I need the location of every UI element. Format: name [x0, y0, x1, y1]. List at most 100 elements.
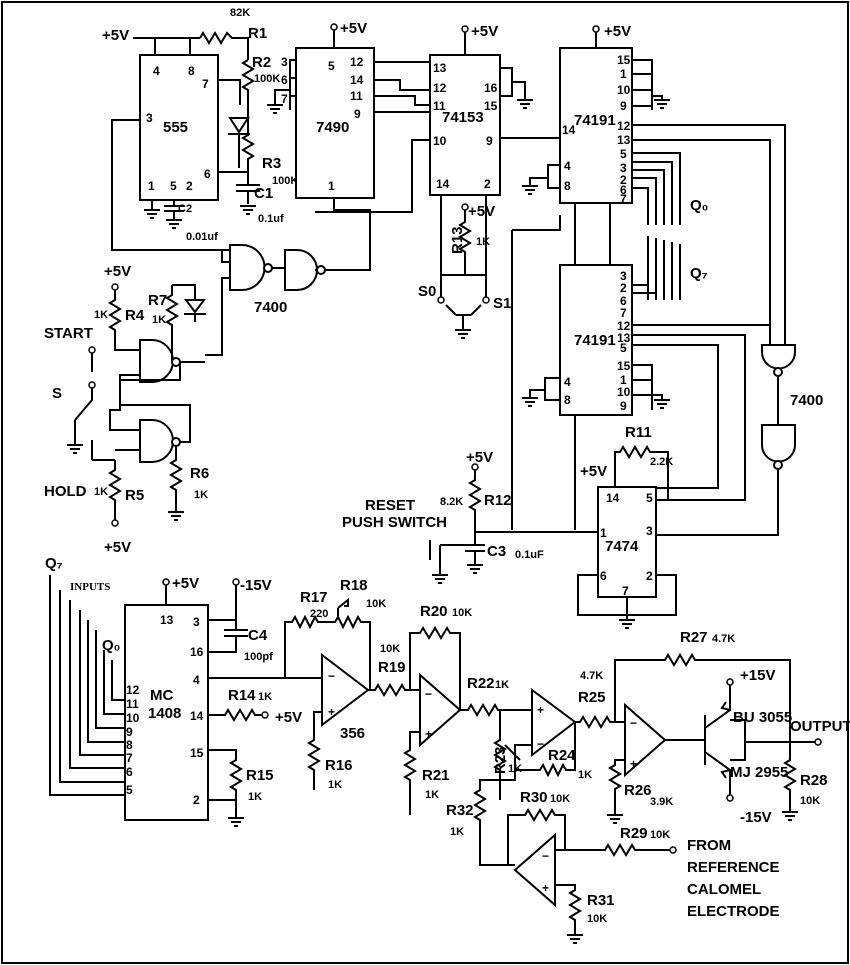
- svg-text:R18: R18: [340, 577, 368, 594]
- svg-text:6: 6: [126, 765, 133, 779]
- svg-text:R13: R13: [449, 226, 466, 254]
- svg-text:11: 11: [126, 697, 139, 711]
- svg-text:14: 14: [436, 177, 450, 191]
- svg-text:R16: R16: [325, 757, 353, 774]
- svg-text:10K: 10K: [800, 795, 820, 807]
- nand-gate-left: 7400: [229, 244, 326, 316]
- svg-text:5: 5: [620, 147, 627, 161]
- svg-text:1: 1: [148, 179, 155, 193]
- svg-text:1K: 1K: [152, 314, 166, 326]
- svg-text:5: 5: [646, 491, 653, 505]
- opamp-2: [419, 672, 462, 748]
- svg-text:15: 15: [617, 359, 631, 373]
- opamp-3: [531, 688, 577, 758]
- svg-text:R11: R11: [625, 424, 652, 441]
- svg-text:12: 12: [617, 319, 631, 333]
- svg-text:100K: 100K: [254, 73, 280, 85]
- opamp-356: [321, 652, 370, 728]
- svg-text:6: 6: [281, 73, 288, 87]
- svg-text:13: 13: [433, 61, 447, 75]
- svg-text:+5V: +5V: [102, 27, 129, 44]
- svg-text:12: 12: [126, 683, 140, 697]
- svg-text:R12: R12: [484, 492, 512, 509]
- svg-text:−: −: [425, 687, 432, 701]
- svg-text:+5V: +5V: [104, 539, 131, 556]
- svg-text:10K: 10K: [650, 829, 670, 841]
- svg-text:S: S: [52, 385, 62, 402]
- svg-text:+5V: +5V: [275, 709, 302, 726]
- svg-text:+: +: [328, 705, 335, 719]
- svg-text:0.1uf: 0.1uf: [258, 213, 284, 225]
- svg-text:10K: 10K: [380, 643, 400, 655]
- svg-text:Q₀: Q₀: [690, 197, 708, 214]
- svg-text:6: 6: [620, 294, 627, 308]
- svg-text:FROM: FROM: [687, 837, 731, 854]
- svg-text:10: 10: [126, 711, 140, 725]
- svg-text:OUTPUT: OUTPUT: [790, 718, 850, 735]
- svg-text:2: 2: [186, 179, 193, 193]
- svg-text:+: +: [425, 727, 432, 741]
- svg-text:13: 13: [617, 331, 631, 345]
- svg-text:1K: 1K: [194, 489, 208, 501]
- svg-text:1K: 1K: [94, 309, 108, 321]
- svg-text:C4: C4: [248, 627, 268, 644]
- svg-text:12: 12: [350, 55, 364, 69]
- svg-text:7400: 7400: [254, 299, 287, 316]
- svg-text:356: 356: [340, 725, 365, 742]
- svg-text:14: 14: [606, 491, 620, 505]
- svg-text:MJ 2955: MJ 2955: [730, 764, 788, 781]
- svg-text:2.2K: 2.2K: [650, 456, 673, 468]
- svg-text:Q₇: Q₇: [690, 265, 708, 282]
- svg-text:R1: R1: [248, 25, 267, 42]
- svg-text:4: 4: [564, 159, 571, 173]
- dac-mc1408: MC 1408 13 3 16 4 14 15 2 12 11 10 9 8 7…: [124, 604, 209, 821]
- svg-text:R25: R25: [578, 689, 606, 706]
- svg-text:4.7K: 4.7K: [580, 670, 603, 682]
- svg-text:9: 9: [354, 107, 361, 121]
- svg-text:5: 5: [126, 783, 133, 797]
- svg-text:R31: R31: [587, 892, 615, 909]
- svg-text:15: 15: [484, 99, 498, 113]
- svg-text:100K: 100K: [272, 175, 298, 187]
- svg-text:8: 8: [564, 393, 571, 407]
- svg-text:START: START: [44, 325, 93, 342]
- svg-text:−: −: [630, 716, 637, 730]
- svg-text:0.01uf: 0.01uf: [186, 231, 218, 243]
- svg-text:R23: R23: [492, 746, 509, 774]
- svg-text:7: 7: [126, 751, 133, 765]
- svg-text:0.1uF: 0.1uF: [515, 549, 544, 561]
- svg-text:+: +: [542, 881, 549, 895]
- svg-text:C2: C2: [178, 203, 192, 215]
- svg-text:1: 1: [328, 179, 335, 193]
- opamp-4: [624, 702, 667, 778]
- svg-text:74191: 74191: [574, 112, 616, 129]
- svg-text:MC: MC: [150, 687, 173, 704]
- svg-text:6: 6: [204, 167, 211, 181]
- svg-text:−: −: [328, 669, 335, 683]
- svg-text:10K: 10K: [550, 793, 570, 805]
- svg-text:BU 3055: BU 3055: [733, 709, 792, 726]
- svg-text:7400: 7400: [790, 392, 823, 409]
- svg-text:+5V: +5V: [468, 203, 495, 220]
- svg-text:4: 4: [193, 673, 200, 687]
- svg-text:2: 2: [484, 177, 491, 191]
- svg-text:1K: 1K: [578, 769, 592, 781]
- start-hold-latch: [139, 339, 181, 463]
- svg-text:R27: R27: [680, 629, 708, 646]
- svg-text:+5V: +5V: [580, 463, 607, 480]
- svg-text:−: −: [542, 849, 549, 863]
- svg-text:7: 7: [622, 584, 629, 598]
- svg-text:C3: C3: [487, 543, 506, 560]
- svg-text:220: 220: [310, 608, 328, 620]
- svg-text:3.9K: 3.9K: [650, 796, 673, 808]
- svg-text:10: 10: [617, 385, 631, 399]
- svg-text:7: 7: [202, 77, 209, 91]
- svg-text:HOLD: HOLD: [44, 483, 87, 500]
- svg-text:12: 12: [617, 119, 631, 133]
- svg-text:+5V: +5V: [172, 575, 199, 592]
- svg-text:3: 3: [281, 55, 288, 69]
- svg-text:C1: C1: [254, 185, 273, 202]
- svg-text:9: 9: [620, 99, 627, 113]
